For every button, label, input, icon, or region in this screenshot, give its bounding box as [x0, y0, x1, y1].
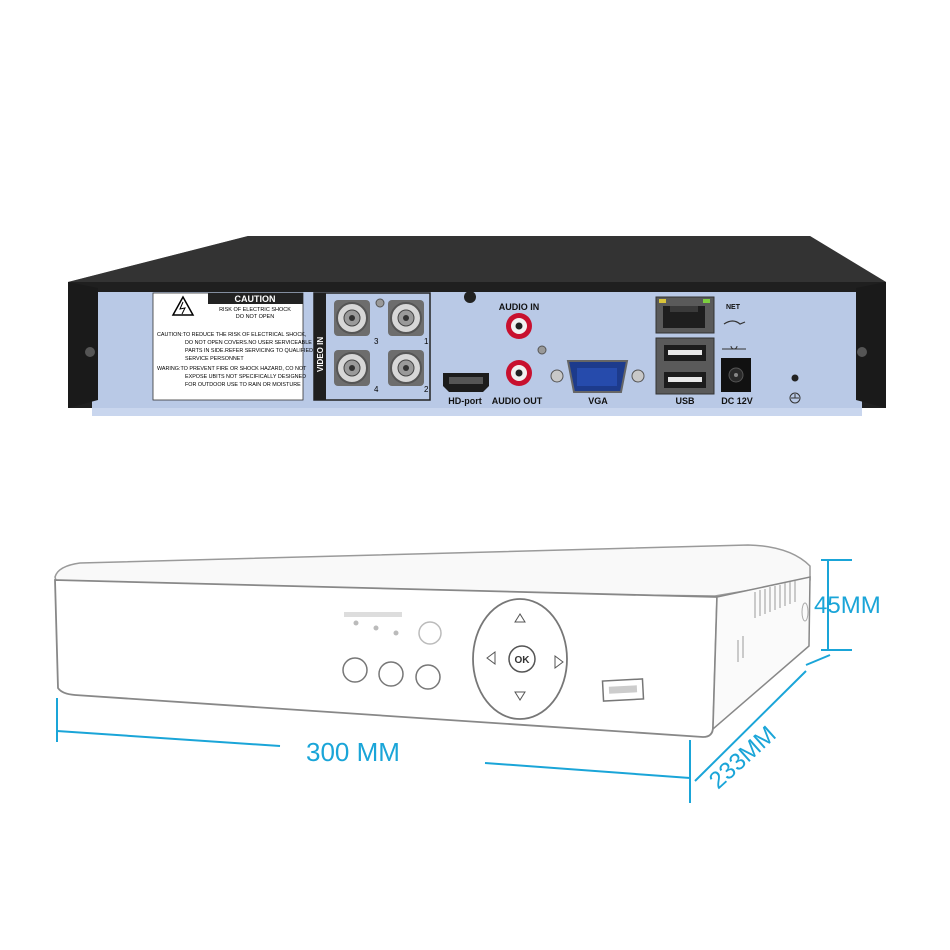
bnc-number-4: 4	[374, 385, 379, 394]
dc-label: DC 12V	[721, 396, 753, 406]
led-net-icon	[393, 630, 399, 636]
audio-in-jack	[506, 313, 532, 339]
ground-screw-2-icon	[537, 345, 547, 355]
chassis-front-outline	[54, 579, 718, 738]
dc-power-jack-icon	[721, 358, 751, 392]
screw-right-icon	[857, 347, 867, 357]
ethernet-port-icon	[655, 296, 715, 334]
navigation-pad[interactable]: OK	[472, 598, 568, 720]
warning-triangle-icon	[171, 295, 195, 316]
play-button[interactable]	[415, 664, 441, 690]
screw-left-icon	[85, 347, 95, 357]
audio-in-label: AUDIO IN	[499, 302, 540, 312]
bnc-connector-2	[388, 350, 424, 386]
audio-out-jack	[506, 360, 532, 386]
vga-label: VGA	[588, 396, 608, 406]
ir-sensor-icon	[418, 621, 442, 645]
nav-right-icon[interactable]	[554, 655, 564, 669]
bnc-connectors	[334, 300, 424, 386]
bnc-connector-3	[334, 300, 370, 336]
bnc-number-2: 2	[424, 385, 429, 394]
status-leds	[344, 612, 402, 636]
reset-hole-icon	[791, 374, 799, 382]
nav-down-icon[interactable]	[514, 691, 526, 701]
usb-label: USB	[675, 396, 695, 406]
dimension-lines	[56, 559, 852, 803]
screw-top-icon	[464, 291, 476, 303]
bnc-connector-4	[334, 350, 370, 386]
bnc-number-3: 3	[374, 337, 379, 346]
ground-screw-icon	[375, 298, 385, 308]
audio-out-label: AUDIO OUT	[492, 396, 543, 406]
led-hdd-icon	[373, 625, 379, 631]
nav-up-icon[interactable]	[514, 613, 526, 623]
caution-line-2: DO NOT OPEN COVERS.NO USER SERVICEABLE	[185, 340, 312, 346]
side-vents	[737, 581, 796, 662]
ok-label: OK	[515, 655, 531, 666]
caution-line-7: FOR OUTDOOR USE TO RAIN OR MOISTURE	[185, 382, 301, 388]
caution-line-1: CAUTION:TO REDUCE THE RISK OF ELECTRICAL…	[157, 332, 307, 338]
bnc-connector-1	[388, 300, 424, 336]
caution-line-3: PARTS IN SIDE.REFER SERVICING TO QUALIFI…	[185, 348, 313, 354]
caution-line-4: SERVICE PERSONNET	[185, 356, 244, 362]
front-usb-port-icon	[601, 678, 645, 702]
hdmi-port-icon	[443, 373, 489, 392]
chassis-top-outline	[54, 544, 811, 597]
caution-line-6: EXPOSE UBITS NOT SPECIFICALLY DESIGNED	[185, 374, 306, 380]
hd-port-label: HD-port	[448, 396, 482, 406]
caution-subtitle-2: DO NOT OPEN	[236, 314, 274, 320]
bnc-number-1: 1	[424, 337, 429, 346]
ok-button[interactable]	[508, 645, 536, 673]
dc-polarity-icon	[722, 345, 746, 350]
vga-port-icon	[550, 360, 645, 393]
network-symbol-icon	[723, 320, 746, 325]
led-power-icon	[353, 620, 359, 626]
caution-subtitle-1: RISK OF ELECTRIC SHOCK	[219, 307, 291, 313]
depth-dimension: 233MM	[704, 721, 782, 795]
video-in-label: VIDEO IN	[316, 337, 325, 372]
usb-ports-icon	[655, 337, 715, 395]
height-dimension: 45MM	[814, 592, 881, 619]
caution-title: CAUTION	[235, 294, 276, 304]
width-dimension: 300 MM	[306, 737, 400, 767]
chassis-side-outline	[712, 576, 811, 731]
front-buttons	[342, 657, 441, 690]
caution-line-5: WARING:TO PREVENT FIRE OR SHOCK HAZARD, …	[157, 366, 307, 372]
menu-button[interactable]	[342, 657, 368, 683]
net-label: NET	[726, 304, 741, 311]
nav-left-icon[interactable]	[486, 651, 496, 665]
record-button[interactable]	[378, 661, 404, 687]
ground-symbol-icon	[789, 392, 801, 404]
